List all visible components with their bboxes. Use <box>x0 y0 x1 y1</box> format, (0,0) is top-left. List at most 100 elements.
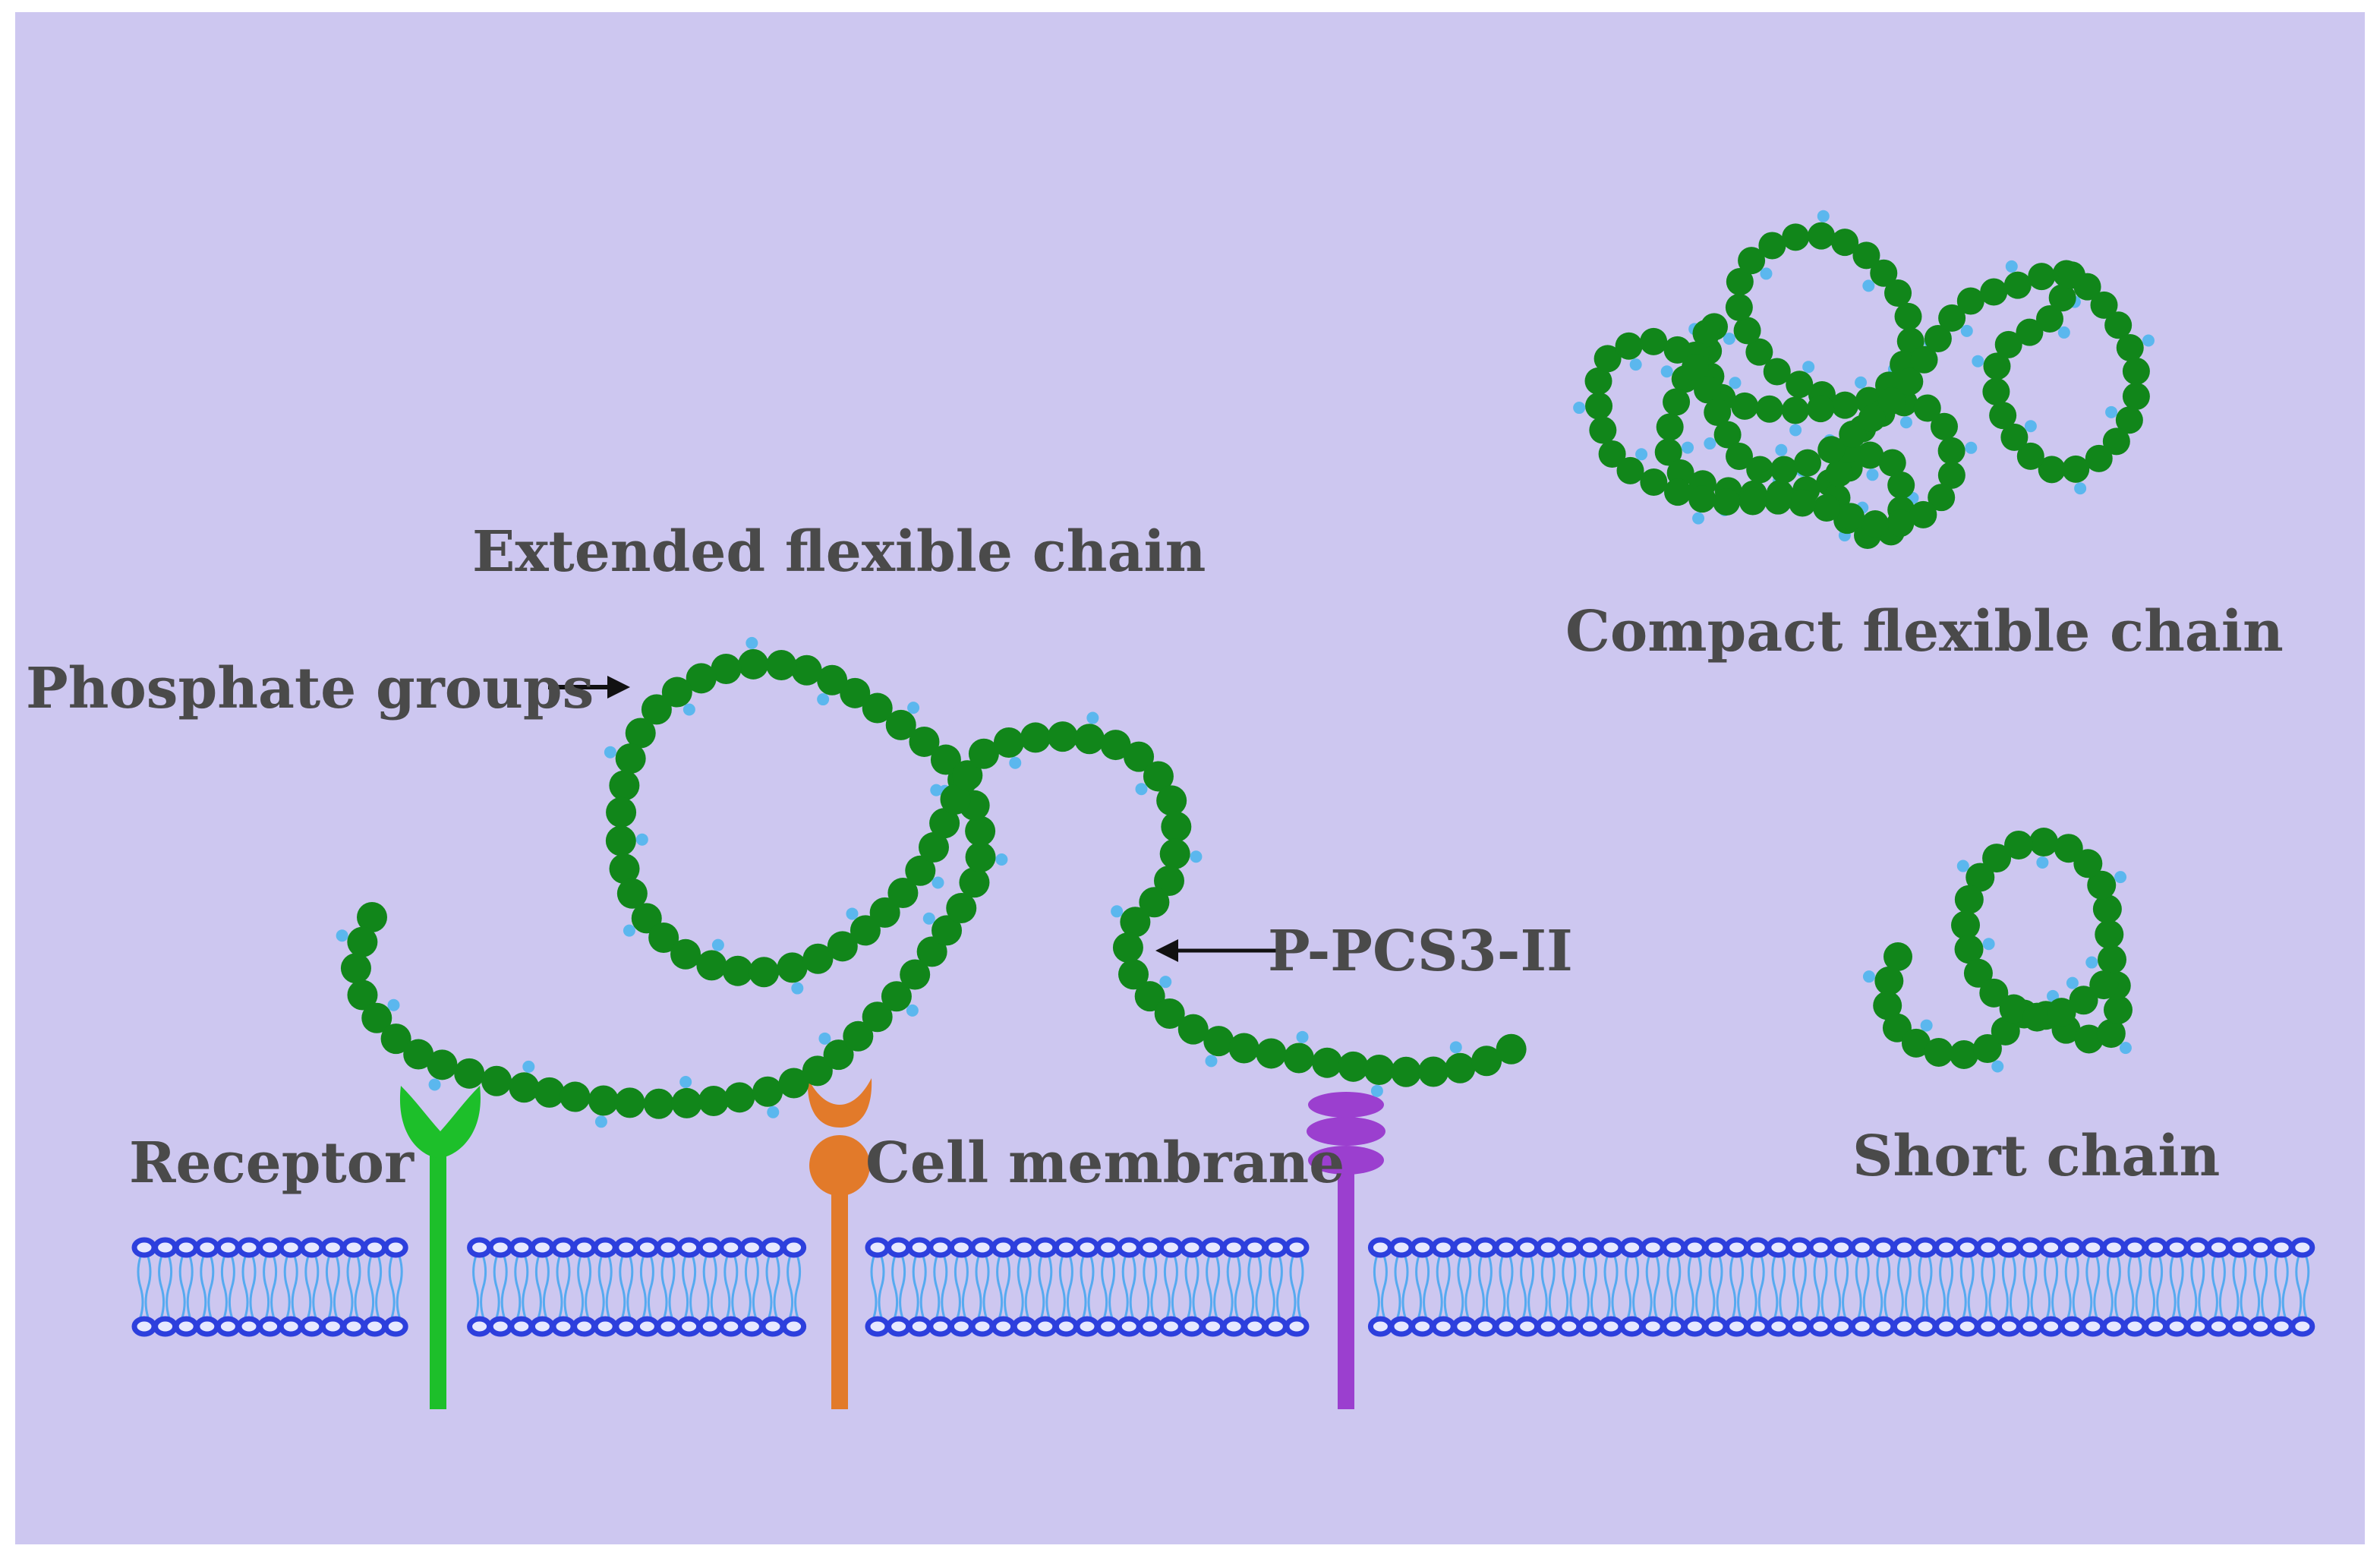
chain-bead <box>1991 1016 2020 1046</box>
lipid-head <box>467 1237 493 1258</box>
lipid-head <box>1871 1237 1896 1258</box>
lipid-tail <box>1401 1256 1409 1318</box>
chain-bead <box>1982 844 2012 873</box>
chain-bead <box>1746 456 1774 484</box>
lipid-head <box>739 1316 764 1337</box>
phosphate-group <box>1862 279 1875 292</box>
lipid-tail <box>1108 1256 1116 1318</box>
chain-bead <box>823 1039 854 1071</box>
chain-bead <box>1177 1014 1209 1045</box>
chain-bead <box>1789 489 1817 517</box>
lipid-tail <box>891 1256 899 1318</box>
chain-bead <box>940 784 971 815</box>
chain-bead <box>952 760 983 791</box>
lipid-head <box>1053 1316 1079 1337</box>
chain-bead <box>1256 1038 1287 1069</box>
lipid-head <box>320 1237 345 1258</box>
chain-bead <box>534 1077 565 1108</box>
lipid-head <box>2101 1237 2126 1258</box>
lipid-tail <box>1436 1256 1443 1318</box>
lipid-head <box>592 1316 618 1337</box>
phosphate-group <box>746 636 758 649</box>
phosphate-group <box>1982 938 1995 951</box>
lipid-head <box>153 1316 178 1337</box>
lipid-head <box>1284 1316 1310 1337</box>
phosphate-group <box>1862 970 1875 983</box>
lipid-head <box>2017 1237 2043 1258</box>
phosphate-group <box>1573 402 1586 415</box>
chain-bead <box>1913 394 1941 422</box>
lipid-tail <box>899 1256 906 1318</box>
lipid-tail <box>660 1256 668 1318</box>
lipid-head <box>1661 1316 1687 1337</box>
lipid-head <box>487 1237 513 1258</box>
phosphate-group <box>1682 441 1694 454</box>
chain-bead <box>1203 1026 1234 1057</box>
lipid-tail <box>1959 1256 1967 1318</box>
lipid-tail <box>1080 1256 1087 1318</box>
chain-bead <box>2038 456 2066 484</box>
chain-bead <box>1813 494 1841 522</box>
lipid-head <box>1682 1237 1707 1258</box>
lipid-tail <box>2085 1256 2093 1318</box>
chain-bead <box>1930 412 1958 440</box>
chain-bead <box>2003 271 2032 299</box>
chain-bead <box>1817 436 1846 464</box>
phosphate-group <box>428 1078 441 1091</box>
phosphate-group <box>1960 324 1973 337</box>
lipid-head <box>1745 1316 1770 1337</box>
phosphate-group <box>922 912 935 925</box>
chain-bead <box>361 1002 392 1033</box>
receptor-label: Receptor <box>129 1131 415 1196</box>
lipid-tail <box>996 1256 1004 1318</box>
lipid-tail <box>1255 1256 1263 1318</box>
chain-bead <box>1704 399 1732 427</box>
lipid-tail <box>1918 1256 1925 1318</box>
lipid-head <box>529 1237 555 1258</box>
lipid-tail <box>2072 1256 2079 1318</box>
chain-bead <box>427 1049 458 1080</box>
receptor-orange <box>807 1078 872 1409</box>
short-chain-label: Short chain <box>1852 1124 2220 1189</box>
lipid-tail <box>2303 1256 2310 1318</box>
lipid-head <box>1934 1316 1959 1337</box>
chain-bead <box>671 1087 702 1118</box>
chain-bead <box>887 878 919 909</box>
lipid-tail <box>1129 1256 1136 1318</box>
phosphate-group <box>522 1060 535 1073</box>
chain-bead <box>661 677 692 708</box>
chain-bead <box>1020 722 1051 753</box>
lipid-head <box>1724 1316 1750 1337</box>
chain-bead <box>1228 1033 1259 1064</box>
lipid-head <box>1808 1316 1833 1337</box>
chain-bead <box>777 952 808 983</box>
chain-bead <box>1831 229 1859 257</box>
lipid-head <box>697 1237 723 1258</box>
lipid-tail <box>731 1256 739 1318</box>
lipid-head <box>1515 1237 1540 1258</box>
phosphate-group <box>1370 1084 1383 1097</box>
lipid-tail <box>1247 1256 1255 1318</box>
ppcs-label: P-PCS3-II <box>1268 919 1573 984</box>
lipid-tail <box>283 1256 291 1318</box>
lipid-tail <box>975 1256 982 1318</box>
chain-bead <box>1593 345 1622 373</box>
lipid-head <box>1367 1237 1393 1258</box>
chain-bead <box>1161 811 1192 842</box>
chain-bead <box>1831 391 1859 419</box>
lipid-head <box>1116 1237 1142 1258</box>
chain-bead <box>1852 241 1880 270</box>
lipid-head <box>1200 1237 1226 1258</box>
chain-bead <box>932 915 963 946</box>
lipid-tail <box>249 1256 257 1318</box>
lipid-head <box>969 1316 995 1337</box>
chain-bead <box>909 726 940 757</box>
chain-bead <box>1928 484 1956 512</box>
lipid-tail <box>1499 1256 1506 1318</box>
lipid-head <box>1074 1237 1100 1258</box>
lipid-head <box>906 1237 932 1258</box>
chain-bead <box>724 1082 755 1113</box>
chain-bead <box>2054 834 2083 863</box>
chain-bead <box>1983 352 2011 380</box>
chain-bead <box>766 649 797 680</box>
